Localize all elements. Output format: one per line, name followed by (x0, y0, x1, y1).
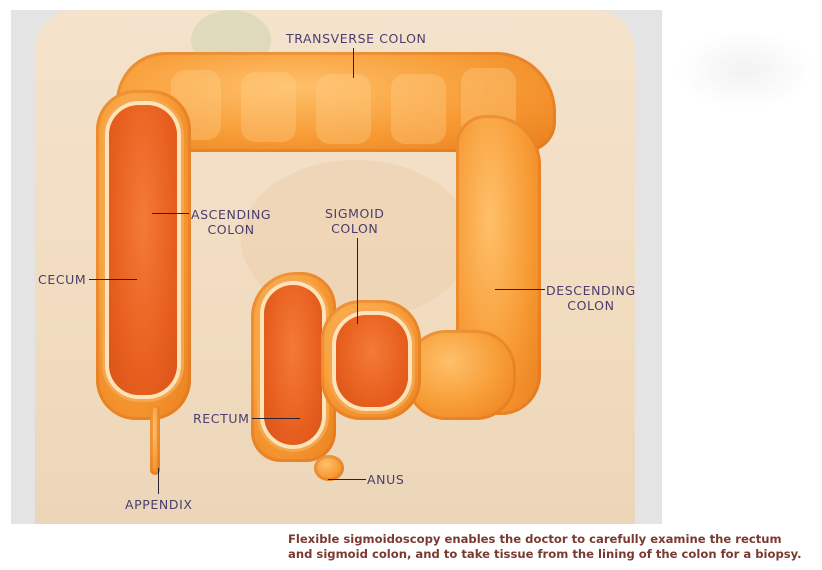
label-transverse-colon: TRANSVERSE COLON (286, 31, 427, 46)
anus (314, 455, 344, 481)
label-line: COLON (567, 298, 615, 313)
leader-line (158, 468, 159, 494)
label-cecum: CECUM (38, 272, 87, 287)
rectum-lumen (264, 285, 322, 445)
haustra (316, 74, 371, 144)
label-sigmoid-colon: SIGMOID COLON (325, 206, 384, 236)
appendix (150, 405, 160, 475)
descending-colon-lower (406, 330, 516, 420)
haustra (241, 72, 296, 142)
label-ascending-colon: ASCENDING COLON (191, 207, 271, 237)
label-line: DESCENDING (546, 283, 636, 298)
figure-caption: Flexible sigmoidoscopy enables the docto… (288, 532, 818, 562)
label-line: ASCENDING (191, 207, 272, 222)
leader-line (252, 418, 300, 419)
leader-line (152, 213, 189, 214)
leader-line (353, 48, 354, 78)
leader-line (328, 479, 366, 480)
label-rectum: RECTUM (193, 411, 250, 426)
sigmoid-colon-lumen (336, 315, 408, 407)
caption-line-2: and sigmoid colon, and to take tissue fr… (288, 547, 802, 561)
label-line: COLON (331, 221, 379, 236)
background-haze (675, 30, 815, 110)
leader-line (357, 238, 358, 324)
label-line: SIGMOID (325, 206, 385, 221)
colon-diagram: TRANSVERSE COLON ASCENDING COLON SIGMOID… (11, 10, 662, 524)
ascending-colon-lumen (109, 105, 177, 395)
label-anus: ANUS (367, 472, 405, 487)
leader-line (89, 279, 137, 280)
label-appendix: APPENDIX (125, 497, 193, 512)
haustra (391, 74, 446, 144)
label-descending-colon: DESCENDING COLON (546, 283, 636, 313)
label-line: COLON (207, 222, 255, 237)
leader-line (495, 289, 545, 290)
caption-line-1: Flexible sigmoidoscopy enables the docto… (288, 532, 782, 546)
